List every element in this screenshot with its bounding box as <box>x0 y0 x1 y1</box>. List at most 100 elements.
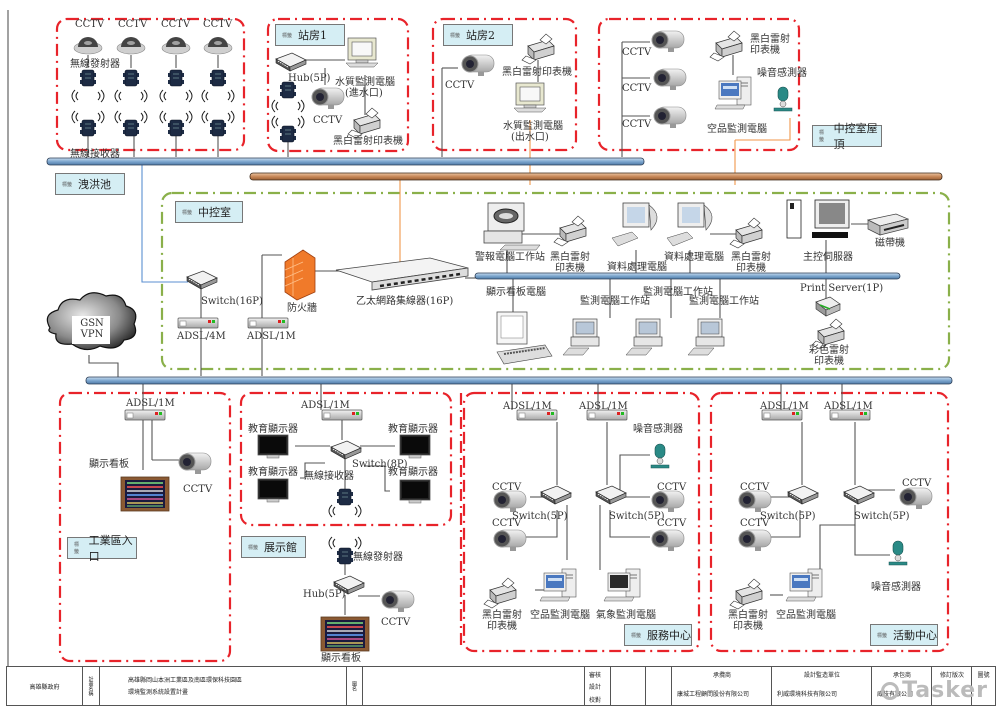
zone-tag-exhibit: 標籤展示館 <box>241 536 306 558</box>
display-board-icon <box>120 476 170 512</box>
monitor-ws-label: 監測電腦工作站 <box>689 296 759 307</box>
cctv-label: CCTV <box>161 19 191 30</box>
monitor-ws-label: 監測電腦工作站 <box>643 287 713 298</box>
printer-label: 黑白雷射印表機 <box>333 136 403 147</box>
water-quality-pc-icon <box>513 82 547 113</box>
pond-devices <box>71 36 235 137</box>
display-board-icon <box>320 616 370 652</box>
switch-16p-icon <box>186 270 218 290</box>
transmitter-label: 無線發射器 <box>353 552 403 563</box>
wireless-transmitter-icon <box>336 547 354 565</box>
wireless-receiver-icon <box>167 119 185 137</box>
education-display-label: 教育顯示器 <box>388 467 438 478</box>
zone-tag-station1: 標籤站房1 <box>275 24 345 46</box>
cctv-label: CCTV <box>657 482 687 493</box>
wireless-transmitter-icon <box>167 69 185 87</box>
wireless-receiver-icon <box>336 488 354 506</box>
print-server-label: Print Server(1P) <box>800 283 884 294</box>
contractor-value: 康城工程顧問股份有限公司 <box>677 691 750 698</box>
plan-name-line-1: 高雄縣岡山本洲工業區及南區環保科技園區 <box>128 677 243 684</box>
zone-tag-control: 標籤中控室 <box>175 201 243 223</box>
adsl-label: ADSL/1M <box>503 401 552 412</box>
cctv-camera-icon <box>738 529 772 552</box>
adsl-modem-icon <box>124 409 166 421</box>
cloud-label-vpn: VPN <box>80 329 104 340</box>
data-pc-label: 資料處理電腦 <box>607 262 667 273</box>
bus-upper-blue[interactable] <box>46 157 645 166</box>
adsl-label: ADSL/1M <box>301 400 350 411</box>
switch-5p-icon <box>595 485 627 505</box>
cctv-label: CCTV <box>657 518 687 529</box>
wire-switch-blue <box>141 160 188 283</box>
zone-station2-border <box>431 17 578 152</box>
cctv-camera-icon <box>651 529 685 552</box>
cloud-label-gsn: GSN <box>80 318 104 329</box>
designer-header: 設計監造單位 <box>803 672 840 679</box>
printer-label-2: 印表機 <box>555 263 585 274</box>
bus-control-lan[interactable] <box>474 272 901 280</box>
cctv-camera-icon <box>651 30 685 53</box>
weather-pc-label: 氣象監測電腦 <box>596 610 656 621</box>
firewall-icon <box>284 249 316 301</box>
noise-sensor-icon <box>650 443 670 469</box>
dome-camera-icon <box>116 36 146 55</box>
printer-icon <box>709 30 743 62</box>
owner-cell: 高雄縣政府 <box>7 667 83 705</box>
noise-sensor-label: 噪音感測器 <box>757 68 807 79</box>
display-board-label: 顯示看板 <box>321 653 361 664</box>
printer-icon <box>347 107 381 139</box>
cctv-label: CCTV <box>313 115 343 126</box>
cctv-label: CCTV <box>622 47 652 58</box>
cctv-camera-icon <box>493 529 527 552</box>
printer-label-2: 印表機 <box>487 621 517 632</box>
signoff-blank-2 <box>646 667 672 705</box>
bus-upper-brown[interactable] <box>249 172 943 181</box>
ethernet-hub-16p-icon <box>335 257 469 291</box>
firewall-label: 防火牆 <box>287 303 317 314</box>
dome-camera-icon <box>73 36 103 55</box>
printer-icon <box>729 217 763 249</box>
supplier-header: 承包商 <box>892 672 911 679</box>
cctv-camera-icon <box>381 590 415 613</box>
gsn-vpn-cloud-icon <box>46 292 137 351</box>
printer-label-2: 印表機 <box>750 45 780 56</box>
adsl-label: ADSL/1M <box>579 401 628 412</box>
receiver-label: 無線接收器 <box>304 471 354 482</box>
education-display-icon <box>399 434 431 459</box>
zone-pond-border <box>55 17 246 152</box>
adsl-modem-icon <box>247 317 289 329</box>
bus-backbone[interactable] <box>85 376 953 385</box>
printer-label-2: 印表機 <box>733 621 763 632</box>
sheet-header: 圖號 <box>977 672 990 679</box>
printer-icon <box>729 578 763 610</box>
check-label: 校對 <box>589 697 602 704</box>
hub-label: Hub(5P) <box>288 73 331 84</box>
tape-drive-label: 磁帶機 <box>875 238 905 249</box>
cctv-label: CCTV <box>622 83 652 94</box>
plan-name-cell: 高雄縣岡山本洲工業區及南區環保科技園區 環境監測系統設置計畫 <box>100 667 347 705</box>
zone-tag-station2: 標籤站房2 <box>443 24 513 46</box>
contractor-cell: 承攬商 康城工程顧問股份有限公司 <box>672 667 772 705</box>
water-pc-label: 水質監測電腦 <box>335 77 395 88</box>
revision-header: 修訂版次 <box>939 672 964 679</box>
water-pc-label: 水質監測電腦 <box>503 121 563 132</box>
education-display-icon <box>257 434 289 459</box>
printer-label: 黑白雷射印表機 <box>502 67 572 78</box>
switch-5p-icon <box>843 485 875 505</box>
switch-5p-label: Switch(5P) <box>854 511 910 522</box>
tape-drive-icon <box>866 213 910 236</box>
switch-8p-icon <box>330 440 362 460</box>
cctv-camera-icon <box>899 487 933 510</box>
data-pc-label: 資料處理電腦 <box>664 252 724 263</box>
wireless-receiver-icon <box>209 119 227 137</box>
air-pc-label: 空品監測電腦 <box>707 124 767 135</box>
ethernet-hub-label: 乙太網路集線器(16P) <box>356 296 454 307</box>
education-display-label: 教育顯示器 <box>388 424 438 435</box>
zone-control-border <box>160 191 951 371</box>
switch-5p-label: Switch(5P) <box>760 511 816 522</box>
tasker-watermark: Tasker <box>881 678 988 703</box>
cctv-label: CCTV <box>183 484 213 495</box>
review-label: 審核 <box>589 672 602 679</box>
zone-service-border <box>462 391 701 653</box>
dome-camera-icon <box>161 36 191 55</box>
